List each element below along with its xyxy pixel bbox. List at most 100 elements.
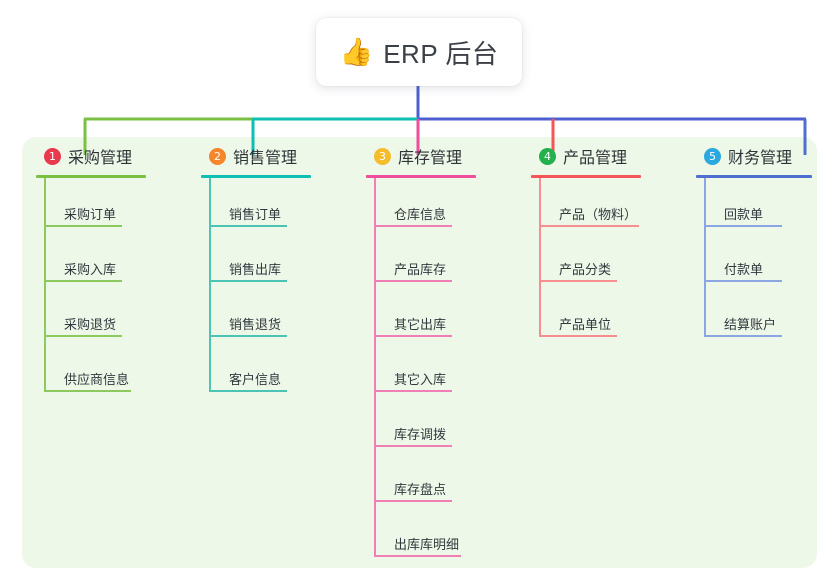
leaf-item-label: 其它出库 bbox=[394, 317, 447, 332]
branch-header-5[interactable]: 5 财务管理 bbox=[696, 143, 828, 169]
leaf-item-label: 供应商信息 bbox=[64, 372, 130, 387]
thumbs-up-icon: 👍 bbox=[339, 36, 374, 67]
branch-number-badge: 4 bbox=[539, 147, 556, 165]
leaf-item[interactable]: 采购订单 bbox=[36, 178, 182, 233]
leaf-item[interactable]: 销售订单 bbox=[201, 178, 347, 233]
leaf-item-label: 销售订单 bbox=[229, 207, 282, 222]
leaf-item-label: 产品（物料） bbox=[559, 207, 638, 222]
leaf-item[interactable]: 出库库明细 bbox=[366, 508, 512, 563]
branch-header-rule bbox=[696, 175, 812, 178]
leaf-item-rule bbox=[44, 390, 131, 392]
branch-header-3[interactable]: 3 库存管理 bbox=[366, 143, 512, 169]
leaf-item-rule bbox=[209, 280, 287, 282]
branch-title: 销售管理 bbox=[233, 150, 298, 167]
leaf-item-label: 采购退货 bbox=[64, 317, 117, 332]
branch-title: 财务管理 bbox=[728, 150, 793, 167]
branch-header-rule bbox=[36, 175, 146, 178]
branch-header-rule bbox=[531, 175, 641, 178]
leaf-item-rule bbox=[539, 335, 617, 337]
branch-item-list: 采购订单采购入库采购退货供应商信息 bbox=[36, 178, 182, 398]
leaf-item-label: 其它入库 bbox=[394, 372, 447, 387]
leaf-item-label: 采购订单 bbox=[64, 207, 117, 222]
branch-spine bbox=[704, 178, 706, 337]
leaf-item-rule bbox=[374, 555, 461, 557]
leaf-item-rule bbox=[539, 225, 639, 227]
leaf-item-label: 结算账户 bbox=[724, 317, 777, 332]
branch-spine bbox=[209, 178, 211, 392]
leaf-item-rule bbox=[539, 280, 617, 282]
leaf-item-label: 产品库存 bbox=[394, 262, 447, 277]
branch-number-badge: 3 bbox=[374, 147, 391, 165]
leaf-item[interactable]: 仓库信息 bbox=[366, 178, 512, 233]
leaf-item-rule bbox=[44, 280, 122, 282]
branch-header-rule bbox=[201, 175, 311, 178]
leaf-item-label: 销售出库 bbox=[229, 262, 282, 277]
leaf-item[interactable]: 库存调拨 bbox=[366, 398, 512, 453]
branch-title: 采购管理 bbox=[68, 150, 133, 167]
leaf-item[interactable]: 结算账户 bbox=[696, 288, 828, 343]
branch-spine bbox=[44, 178, 46, 392]
branch-item-list: 仓库信息产品库存其它出库其它入库库存调拨库存盘点出库库明细 bbox=[366, 178, 512, 563]
leaf-item-label: 产品单位 bbox=[559, 317, 612, 332]
leaf-item-label: 产品分类 bbox=[559, 262, 612, 277]
branch-header-rule bbox=[366, 175, 476, 178]
leaf-item[interactable]: 其它入库 bbox=[366, 343, 512, 398]
branch-spine bbox=[374, 178, 376, 557]
diagram-background-panel bbox=[22, 137, 817, 568]
root-node[interactable]: 👍 ERP 后台 bbox=[316, 18, 522, 86]
leaf-item-rule bbox=[374, 225, 452, 227]
leaf-item-label: 付款单 bbox=[724, 262, 764, 277]
leaf-item-rule bbox=[209, 225, 287, 227]
leaf-item[interactable]: 付款单 bbox=[696, 233, 828, 288]
leaf-item[interactable]: 产品库存 bbox=[366, 233, 512, 288]
leaf-item-rule bbox=[374, 500, 452, 502]
leaf-item[interactable]: 产品分类 bbox=[531, 233, 677, 288]
leaf-item-label: 仓库信息 bbox=[394, 207, 447, 222]
leaf-item[interactable]: 产品单位 bbox=[531, 288, 677, 343]
leaf-item-rule bbox=[209, 390, 287, 392]
leaf-item[interactable]: 客户信息 bbox=[201, 343, 347, 398]
branch-header-4[interactable]: 4 产品管理 bbox=[531, 143, 677, 169]
leaf-item[interactable]: 回款单 bbox=[696, 178, 828, 233]
leaf-item-rule bbox=[374, 445, 452, 447]
leaf-item[interactable]: 采购退货 bbox=[36, 288, 182, 343]
branch-number-badge: 2 bbox=[209, 147, 226, 165]
leaf-item[interactable]: 销售退货 bbox=[201, 288, 347, 343]
leaf-item[interactable]: 其它出库 bbox=[366, 288, 512, 343]
leaf-item-label: 出库库明细 bbox=[394, 537, 460, 552]
leaf-item-rule bbox=[704, 225, 782, 227]
branch-title: 产品管理 bbox=[563, 150, 628, 167]
leaf-item-rule bbox=[44, 225, 122, 227]
leaf-item-rule bbox=[704, 335, 782, 337]
branch-item-list: 回款单付款单结算账户 bbox=[696, 178, 828, 343]
leaf-item-label: 销售退货 bbox=[229, 317, 282, 332]
branch-header-2[interactable]: 2 销售管理 bbox=[201, 143, 347, 169]
root-title: ERP 后台 bbox=[383, 38, 499, 69]
leaf-item[interactable]: 采购入库 bbox=[36, 233, 182, 288]
leaf-item-rule bbox=[374, 335, 452, 337]
branch-column-2: 2 销售管理销售订单销售出库销售退货客户信息 bbox=[201, 143, 347, 398]
branch-number-badge: 1 bbox=[44, 147, 61, 165]
leaf-item-rule bbox=[209, 335, 287, 337]
leaf-item[interactable]: 产品（物料） bbox=[531, 178, 677, 233]
leaf-item-label: 库存调拨 bbox=[394, 427, 447, 442]
branch-column-5: 5 财务管理回款单付款单结算账户 bbox=[696, 143, 828, 343]
leaf-item-label: 客户信息 bbox=[229, 372, 282, 387]
leaf-item-rule bbox=[374, 280, 452, 282]
branch-item-list: 产品（物料） 产品分类产品单位 bbox=[531, 178, 677, 343]
leaf-item[interactable]: 库存盘点 bbox=[366, 453, 512, 508]
leaf-item-rule bbox=[374, 390, 452, 392]
branch-header-1[interactable]: 1 采购管理 bbox=[36, 143, 182, 169]
leaf-item[interactable]: 供应商信息 bbox=[36, 343, 182, 398]
leaf-item-rule bbox=[44, 335, 122, 337]
branch-column-1: 1 采购管理采购订单采购入库采购退货供应商信息 bbox=[36, 143, 182, 398]
leaf-item-label: 库存盘点 bbox=[394, 482, 447, 497]
leaf-item[interactable]: 销售出库 bbox=[201, 233, 347, 288]
branch-title: 库存管理 bbox=[398, 150, 463, 167]
branch-column-3: 3 库存管理仓库信息产品库存其它出库其它入库库存调拨库存盘点出库库明细 bbox=[366, 143, 512, 563]
branch-spine bbox=[539, 178, 541, 337]
branch-number-badge: 5 bbox=[704, 147, 721, 165]
branch-column-4: 4 产品管理产品（物料） 产品分类产品单位 bbox=[531, 143, 677, 343]
leaf-item-label: 回款单 bbox=[724, 207, 764, 222]
